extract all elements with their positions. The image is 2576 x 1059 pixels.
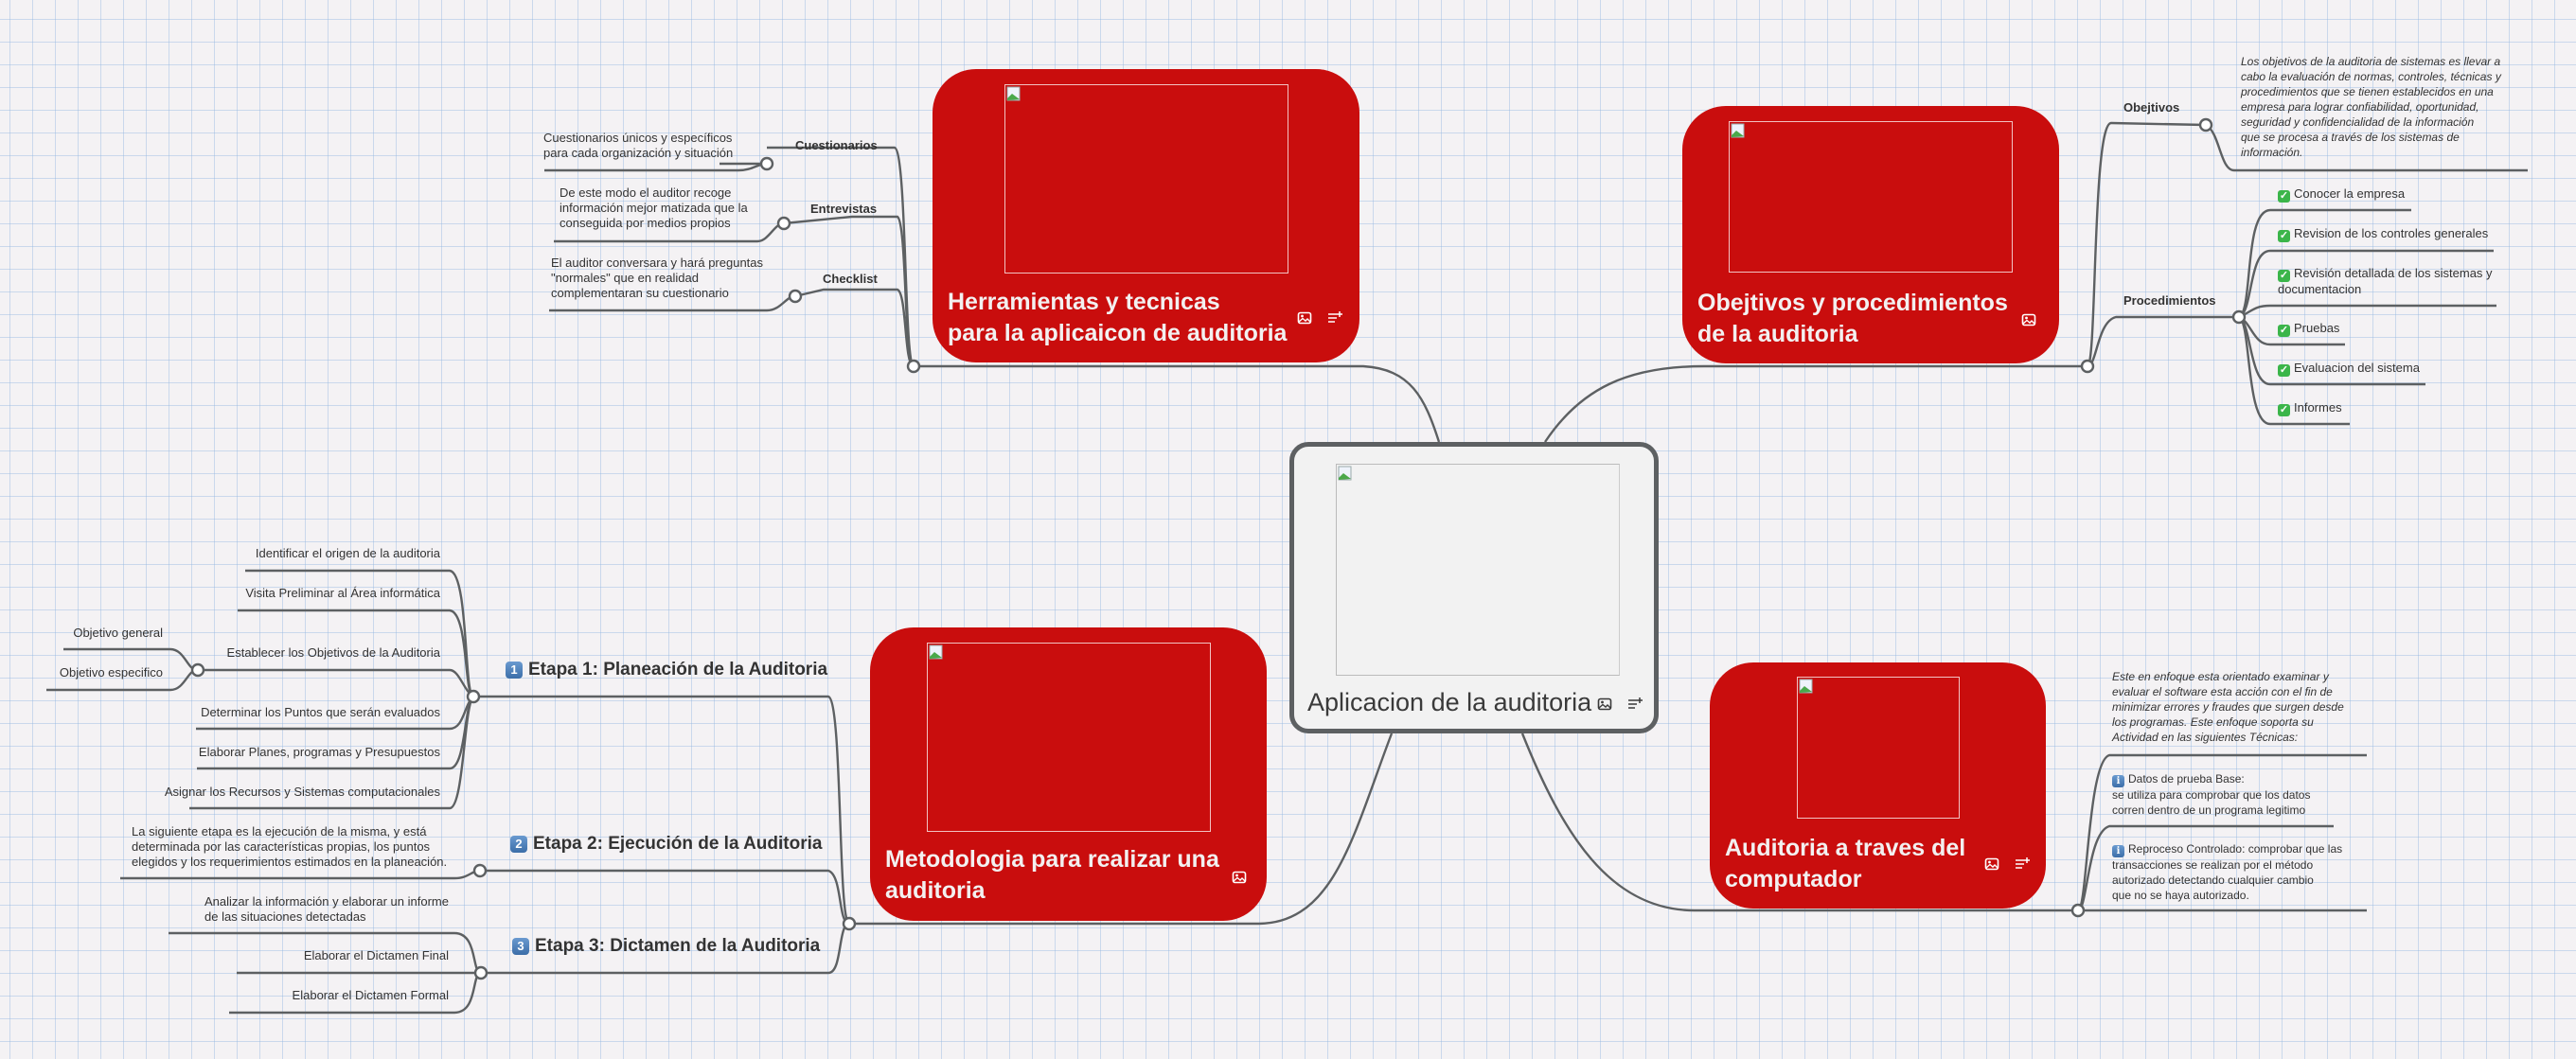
topic-metodologia[interactable]: Metodologia para realizar una auditoria	[870, 627, 1267, 921]
topic-title-line2: para la aplicaicon de auditoria	[948, 320, 1288, 346]
objetivo-general[interactable]: Objetivo general	[73, 626, 163, 640]
checkbox-icon: ✓	[2278, 325, 2290, 337]
topic-title-line1: Obejtivos y procedimientos	[1697, 290, 2008, 316]
topic-title-line2: computador	[1725, 866, 1862, 892]
image-placeholder	[927, 643, 1211, 832]
image-placeholder	[1729, 121, 2013, 273]
image-icon[interactable]	[1297, 310, 1312, 326]
checkbox-icon: ✓	[2278, 404, 2290, 416]
branch-checklist[interactable]: Checklist	[823, 272, 878, 286]
topic-herramientas[interactable]: Herramientas y tecnicas para la aplicaic…	[933, 69, 1359, 362]
checkbox-icon: ✓	[2278, 190, 2290, 203]
topic-title-line1: Herramientas y tecnicas	[948, 289, 1220, 315]
image-placeholder	[1336, 464, 1620, 676]
info-icon: i	[2112, 845, 2124, 857]
branch-etapa-1[interactable]: 1 Etapa 1: Planeación de la Auditoria	[506, 660, 827, 680]
info-icon: i	[2112, 775, 2124, 787]
etapa1-item[interactable]: Visita Preliminar al Área informática	[245, 586, 440, 600]
central-topic-title: Aplicacion de la auditoria	[1307, 688, 1592, 716]
add-note-icon[interactable]	[2015, 856, 2030, 872]
procedimiento-item[interactable]: ✓Conocer la empresa	[2278, 186, 2406, 203]
image-icon[interactable]	[1984, 856, 1999, 872]
broken-image-icon	[1731, 123, 1745, 138]
topic-title-line2: de la auditoria	[1697, 321, 1858, 347]
image-icon[interactable]	[1597, 697, 1612, 712]
branch-cuestionarios[interactable]: Cuestionarios	[795, 138, 878, 152]
topic-objetivos[interactable]: Obejtivos y procedimientos de la auditor…	[1682, 106, 2059, 363]
etapa3-item[interactable]: Analizar la información y elaborar un in…	[204, 894, 449, 924]
note-objetivos[interactable]: Los objetivos de la auditoria de sistema…	[2241, 55, 2501, 159]
etapa1-item[interactable]: Identificar el origen de la auditoria	[255, 546, 440, 560]
procedimiento-item[interactable]: ✓Evaluacion del sistema	[2278, 361, 2420, 377]
image-icon[interactable]	[2021, 312, 2036, 327]
keycap-1-icon: 1	[506, 662, 523, 679]
checkbox-icon: ✓	[2278, 230, 2290, 242]
topic-title-line1: Metodologia para realizar una	[885, 846, 1219, 873]
etapa1-item[interactable]: Establecer los Objetivos de la Auditoria	[226, 645, 440, 660]
checkbox-icon: ✓	[2278, 364, 2290, 377]
branch-procedimientos[interactable]: Procedimientos	[2123, 293, 2216, 308]
broken-image-icon	[929, 644, 943, 660]
topic-title-line2: auditoria	[885, 877, 986, 904]
image-placeholder	[1797, 677, 1960, 819]
broken-image-icon	[1006, 86, 1021, 101]
checkbox-icon: ✓	[2278, 270, 2290, 282]
topic-title-line1: Auditoria a traves del	[1725, 835, 1966, 861]
procedimiento-item[interactable]: ✓Revision de los controles generales	[2278, 226, 2489, 242]
note-cuestionarios[interactable]: Cuestionarios únicos y específicos para …	[543, 131, 734, 160]
etapa1-item[interactable]: Asignar los Recursos y Sistemas computac…	[164, 785, 440, 799]
add-note-icon[interactable]	[1327, 310, 1342, 326]
note-checklist[interactable]: El auditor conversara y hará preguntas "…	[551, 256, 764, 300]
note-etapa-2[interactable]: La siguiente etapa es la ejecución de la…	[132, 824, 448, 869]
procedimiento-item[interactable]: ✓Pruebas	[2278, 321, 2340, 337]
etapa1-item[interactable]: Elaborar Planes, programas y Presupuesto…	[198, 745, 440, 759]
keycap-3-icon: 3	[512, 938, 529, 955]
note-computador-intro[interactable]: Este en enfoque esta orientado examinar …	[2112, 670, 2344, 744]
etapa3-item[interactable]: Elaborar el Dictamen Final	[303, 948, 449, 962]
branch-entrevistas[interactable]: Entrevistas	[810, 202, 878, 216]
note-entrevistas[interactable]: De este modo el auditor recoge informaci…	[560, 185, 748, 230]
image-placeholder	[1004, 84, 1288, 274]
image-icon[interactable]	[1232, 870, 1247, 885]
topic-computador[interactable]: Auditoria a traves del computador	[1710, 662, 2046, 909]
keycap-2-icon: 2	[510, 836, 527, 853]
central-topic[interactable]: Aplicacion de la auditoria	[1289, 442, 1659, 733]
broken-image-icon	[1799, 679, 1813, 694]
etapa3-item[interactable]: Elaborar el Dictamen Formal	[292, 988, 449, 1002]
objetivo-especifico[interactable]: Objetivo especifico	[59, 665, 163, 680]
branch-etapa-3[interactable]: 3 Etapa 3: Dictamen de la Auditoria	[512, 936, 820, 957]
add-note-icon[interactable]	[1627, 697, 1643, 712]
procedimiento-item[interactable]: ✓Informes	[2278, 400, 2342, 416]
branch-objetivos[interactable]: Obejtivos	[2123, 100, 2180, 115]
etapa1-item[interactable]: Determinar los Puntos que serán evaluado…	[201, 705, 440, 719]
branch-etapa-2[interactable]: 2 Etapa 2: Ejecución de la Auditoria	[510, 834, 822, 855]
broken-image-icon	[1338, 466, 1352, 481]
